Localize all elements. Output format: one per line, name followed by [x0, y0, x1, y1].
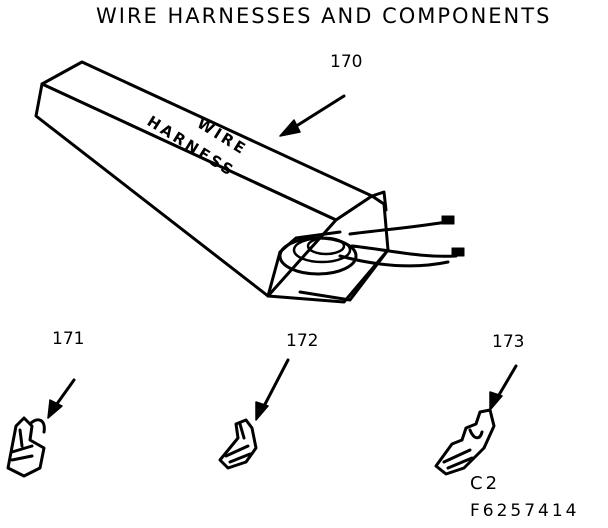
terminal-173 [434, 408, 496, 476]
leader-arrow-170 [279, 94, 346, 137]
part-number-172: 172 [286, 331, 319, 351]
leader-arrow-172 [255, 358, 290, 421]
terminal-171 [6, 416, 46, 478]
part-number-171: 171 [52, 329, 85, 349]
leader-arrow-173 [489, 364, 518, 411]
terminal-172 [218, 418, 258, 470]
leader-arrow-171 [47, 378, 76, 419]
part-number-173: 173 [492, 332, 525, 352]
wire-harness-box [34, 60, 465, 304]
part-number-170: 170 [330, 52, 363, 72]
figure-number: F6257414 [470, 501, 580, 521]
diagram-title: WIRE HARNESSES AND COMPONENTS [96, 4, 552, 28]
diagram-code: C2 [470, 473, 501, 494]
